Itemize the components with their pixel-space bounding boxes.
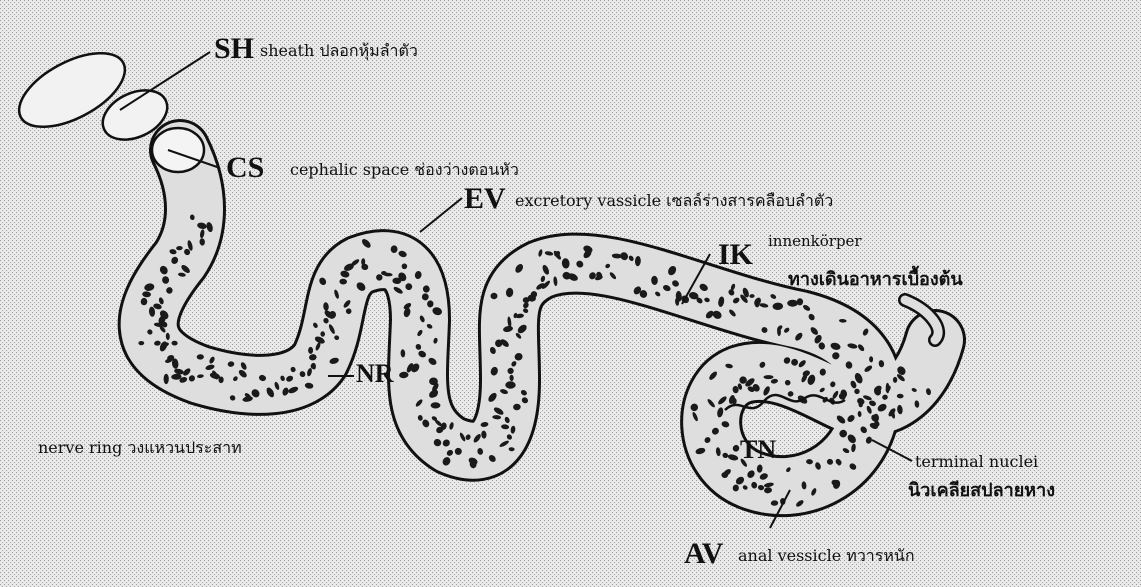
tn-text-th: นิวเคลียสปลายหาง bbox=[908, 480, 1055, 501]
nucleus bbox=[893, 377, 897, 383]
av-text: anal vessicle ทวารหนัก bbox=[738, 546, 915, 565]
tn-text-en: terminal nuclei bbox=[915, 452, 1038, 471]
av-code: AV bbox=[684, 537, 724, 570]
nucleus bbox=[797, 298, 803, 305]
tn-code: TN bbox=[740, 435, 776, 464]
ik-text-en: innenkörper bbox=[768, 232, 862, 250]
nr-text: nerve ring วงแหวนประสาท bbox=[38, 438, 242, 457]
sh-text: sheath ปลอกหุ้มลำตัว bbox=[260, 41, 418, 61]
sh-code: SH bbox=[214, 32, 254, 65]
nucleus bbox=[787, 300, 798, 307]
nucleus bbox=[164, 374, 169, 384]
ik-code: IK bbox=[718, 238, 754, 271]
ev-text: excretory vassicle เซลล์ร่างสารคลือบลำตั… bbox=[515, 191, 833, 210]
cs-code: CS bbox=[226, 151, 264, 184]
nucleus bbox=[859, 402, 863, 407]
cs-text: cephalic space ช่องว่างตอนหัว bbox=[290, 160, 519, 179]
ev-code: EV bbox=[464, 182, 506, 215]
nucleus bbox=[764, 375, 774, 379]
nucleus bbox=[138, 341, 144, 345]
nr-code: NR bbox=[356, 359, 394, 388]
ik-text-th: ทางเดินอาหารเบื้องต้น bbox=[788, 265, 963, 290]
cephalic-space bbox=[152, 128, 204, 172]
